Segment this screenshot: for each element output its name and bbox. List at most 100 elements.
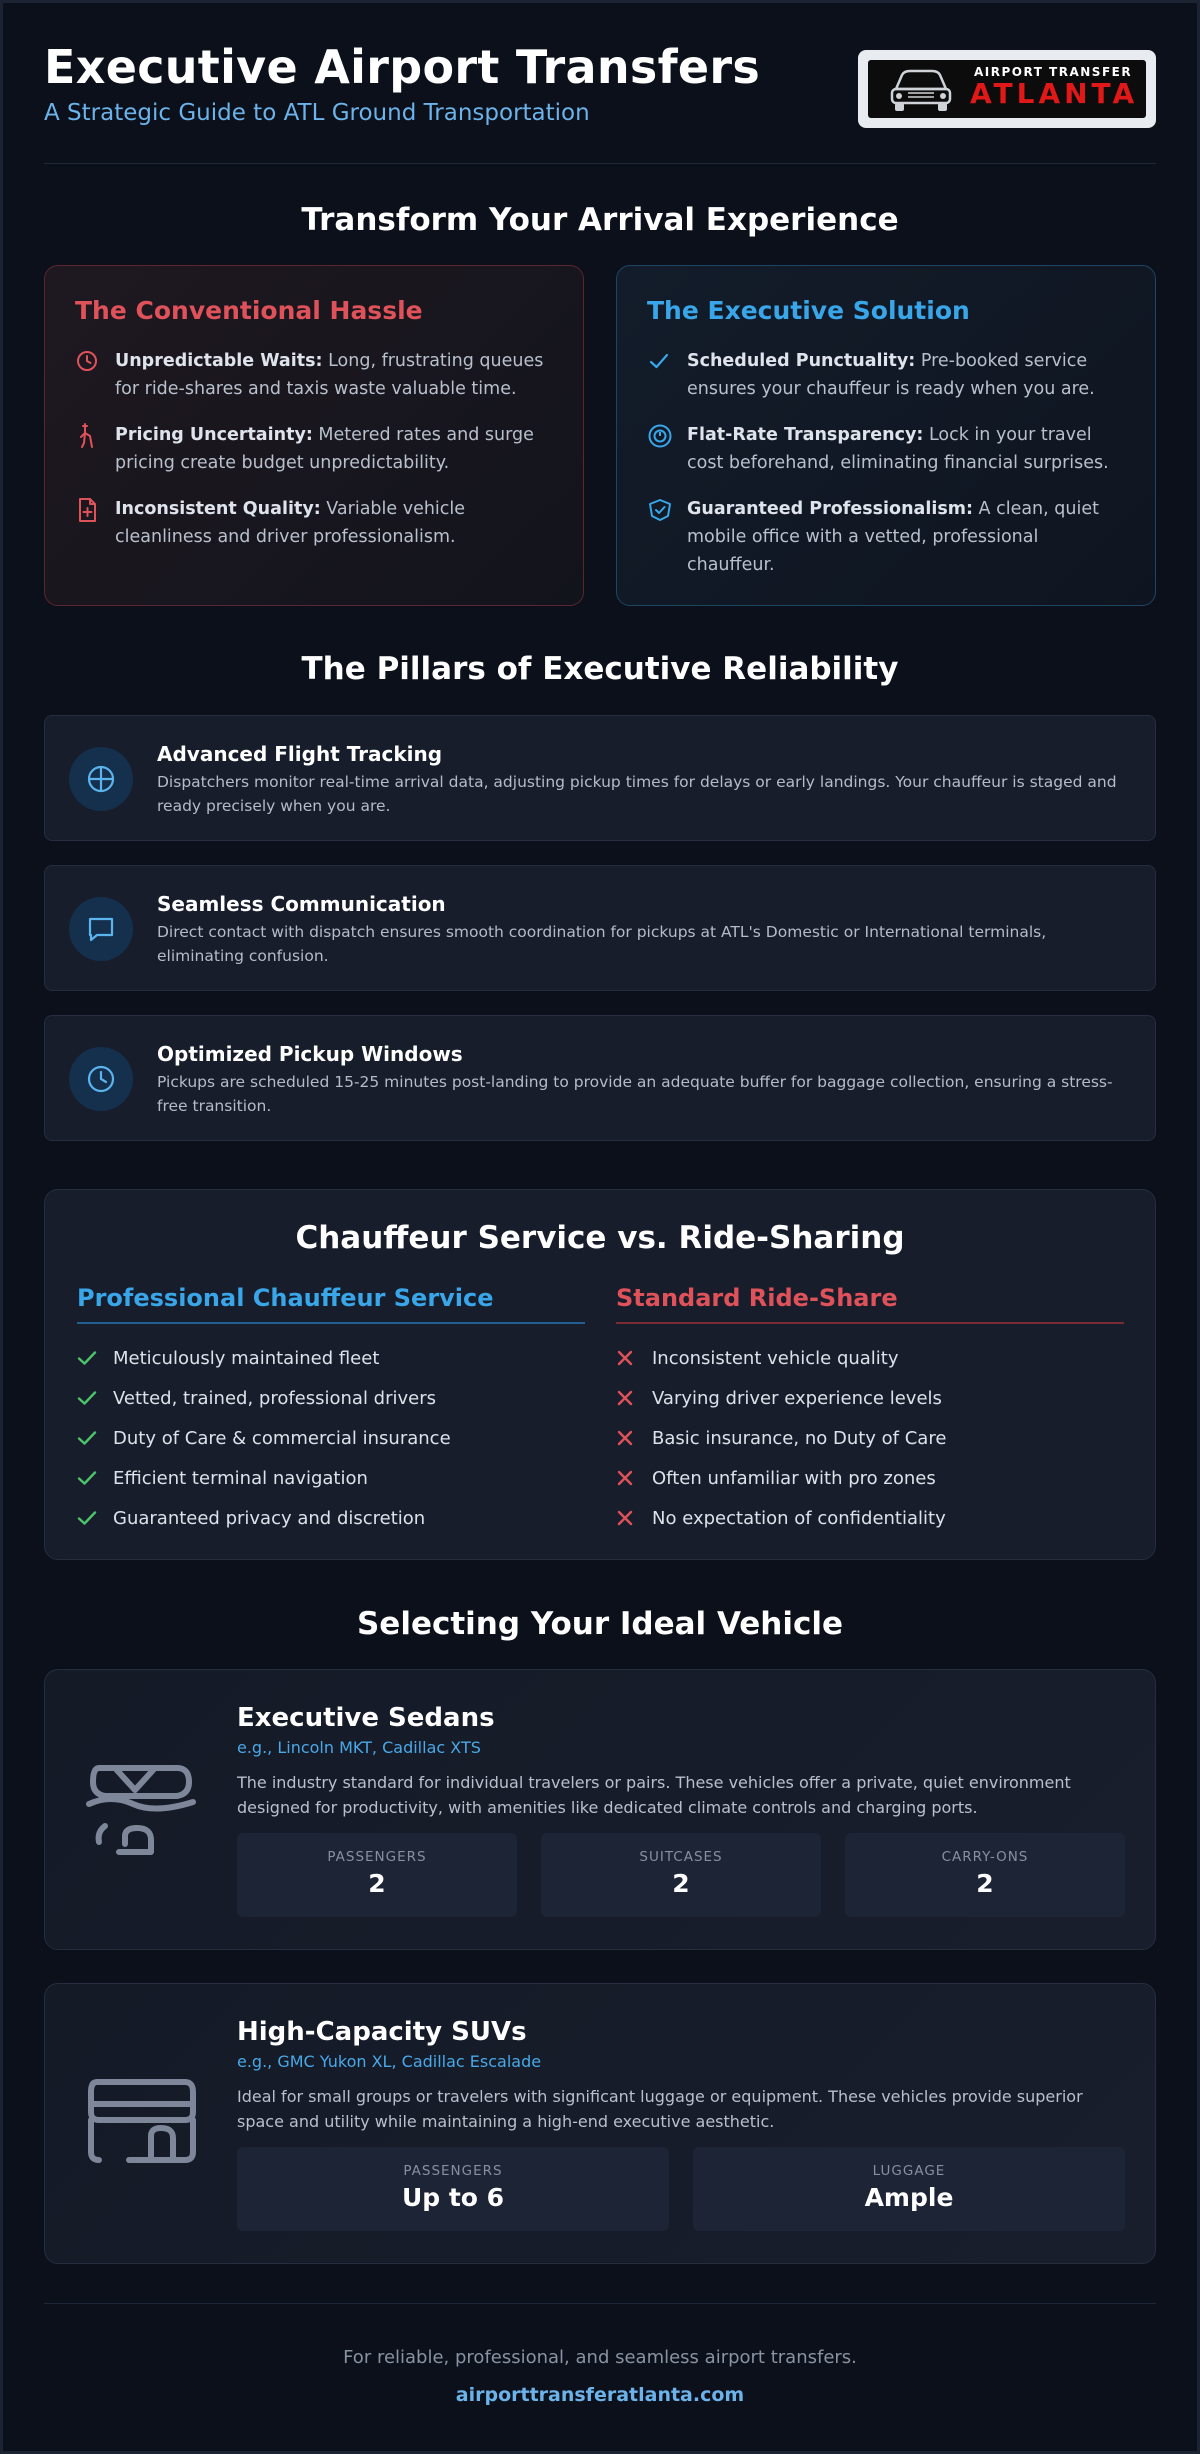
list-item: Often unfamiliar with pro zones (616, 1458, 1124, 1498)
header-divider (44, 163, 1156, 164)
pillar-card-communication: Seamless Communication Direct contact wi… (44, 865, 1156, 991)
list-item: Meticulously maintained fleet (77, 1338, 585, 1378)
chauffeur-column: Professional Chauffeur Service Meticulou… (77, 1284, 585, 1538)
pillar-icon-badge (69, 1047, 133, 1111)
check-icon (77, 1431, 97, 1445)
section-title-transform: Transform Your Arrival Experience (301, 202, 899, 238)
x-mark-icon (617, 1430, 633, 1446)
stat-carry-ons: CARRY-ONS 2 (845, 1833, 1125, 1917)
stat-suitcases: SUITCASES 2 (541, 1833, 821, 1917)
list-item: Efficient terminal navigation (77, 1458, 585, 1498)
check-icon (77, 1471, 97, 1485)
x-mark-icon (617, 1350, 633, 1366)
list-item: No expectation of confidentiality (616, 1498, 1124, 1538)
pillar-icon-badge (69, 897, 133, 961)
list-item-text: Often unfamiliar with pro zones (652, 1467, 936, 1489)
solution-card: The Executive Solution Scheduled Punctua… (616, 265, 1156, 606)
crosshair-icon (87, 765, 115, 793)
page-title: Executive Airport Transfers (44, 40, 761, 94)
solution-title: The Executive Solution (647, 296, 970, 325)
check-icon (77, 1391, 97, 1405)
chauffeur-column-title: Professional Chauffeur Service (77, 1284, 585, 1324)
hassle-point-label: Pricing Uncertainty: (115, 425, 313, 445)
vehicle-description: Ideal for small groups or travelers with… (237, 2087, 1083, 2131)
rideshare-column-title: Standard Ride-Share (616, 1284, 1124, 1324)
logo-text-main: ATLANTA (970, 77, 1139, 110)
footer-website-link[interactable]: airporttransferatlanta.com (455, 2384, 745, 2406)
list-item: Vetted, trained, professional drivers (77, 1378, 585, 1418)
list-item-text: Basic insurance, no Duty of Care (652, 1427, 947, 1449)
clock-icon (77, 351, 97, 371)
list-item-text: Meticulously maintained fleet (113, 1347, 380, 1369)
list-item-text: Efficient terminal navigation (113, 1467, 368, 1489)
list-item: Varying driver experience levels (616, 1378, 1124, 1418)
stat-label: LUGGAGE (872, 2163, 946, 2179)
hassle-point-text: Metered rates and surge pricing create b… (115, 425, 534, 473)
page-subtitle: A Strategic Guide to ATL Ground Transpor… (44, 100, 590, 126)
vehicle-description: The industry standard for individual tra… (237, 1773, 1071, 1817)
solution-point-label: Flat-Rate Transparency: (687, 425, 924, 445)
header: Executive Airport Transfers A Strategic … (44, 40, 1156, 160)
x-mark-icon (617, 1390, 633, 1406)
list-item-text: No expectation of confidentiality (652, 1507, 946, 1529)
suv-icon (88, 2079, 196, 2163)
hassle-point-text: Variable vehicle cleanliness and driver … (115, 499, 466, 547)
check-icon (77, 1511, 97, 1525)
vehicle-card-suv: High-Capacity SUVs e.g., GMC Yukon XL, C… (44, 1983, 1156, 2264)
document-icon (79, 498, 96, 522)
check-icon (649, 353, 669, 369)
solution-point-label: Guaranteed Professionalism: (687, 499, 973, 519)
list-item-text: Vetted, trained, professional drivers (113, 1387, 437, 1409)
pillar-title: Optimized Pickup Windows (157, 1042, 463, 1066)
pillar-icon-badge (69, 747, 133, 811)
solution-point-text: A clean, quiet mobile office with a vett… (687, 499, 1099, 575)
pillar-text: Dispatchers monitor real-time arrival da… (157, 773, 1117, 815)
section-title-vehicles: Selecting Your Ideal Vehicle (356, 1606, 844, 1642)
surge-price-icon (80, 423, 93, 448)
stat-value: Ample (864, 2183, 954, 2212)
pillar-text: Pickups are scheduled 15-25 minutes post… (157, 1073, 1113, 1115)
pillar-text: Direct contact with dispatch ensures smo… (157, 923, 1047, 965)
solution-point: Guaranteed Professionalism: A clean, qui… (647, 495, 1125, 579)
x-mark-icon (617, 1470, 633, 1486)
hassle-point: Unpredictable Waits: Long, frustrating q… (75, 347, 553, 403)
stat-value: 2 (976, 1869, 994, 1898)
solution-point: Scheduled Punctuality: Pre-booked servic… (647, 347, 1125, 403)
list-item-text: Inconsistent vehicle quality (652, 1347, 899, 1369)
sedan-icon (86, 1765, 196, 1855)
hassle-point-text: Long, frustrating queues for ride-shares… (115, 351, 544, 399)
hassle-point: Inconsistent Quality: Variable vehicle c… (75, 495, 553, 551)
vehicle-examples: e.g., Lincoln MKT, Cadillac XTS (237, 1738, 481, 1757)
list-item-text: Duty of Care & commercial insurance (113, 1427, 451, 1449)
vehicle-name: Executive Sedans (237, 1703, 495, 1733)
coin-icon (648, 424, 672, 448)
logo-badge: AIRPORT TRANSFER ATLANTA (868, 60, 1146, 118)
solution-point-label: Scheduled Punctuality: (687, 351, 916, 371)
solution-point: Flat-Rate Transparency: Lock in your tra… (647, 421, 1125, 477)
solution-point-text: Lock in your travel cost beforehand, eli… (687, 425, 1109, 473)
vehicle-examples: e.g., GMC Yukon XL, Cadillac Escalade (237, 2052, 542, 2071)
rideshare-column: Standard Ride-Share Inconsistent vehicle… (616, 1284, 1124, 1538)
company-logo[interactable]: AIRPORT TRANSFER ATLANTA (858, 50, 1156, 128)
footer-divider (44, 2303, 1156, 2304)
pillar-card-pickup-windows: Optimized Pickup Windows Pickups are sch… (44, 1015, 1156, 1141)
x-mark-icon (617, 1510, 633, 1526)
car-front-icon (890, 69, 952, 111)
list-item-text: Varying driver experience levels (652, 1387, 942, 1409)
stat-passengers: PASSENGERS 2 (237, 1833, 517, 1917)
logo-text-top: AIRPORT TRANSFER (974, 65, 1133, 79)
chauffeur-benefits-list: Meticulously maintained fleet Vetted, tr… (77, 1338, 585, 1538)
clock-icon (87, 1065, 115, 1093)
hassle-title: The Conventional Hassle (75, 296, 423, 325)
footer-tagline: For reliable, professional, and seamless… (343, 2347, 857, 2368)
stat-label: PASSENGERS (403, 2163, 503, 2179)
list-item: Guaranteed privacy and discretion (77, 1498, 585, 1538)
pillar-card-flight-tracking: Advanced Flight Tracking Dispatchers mon… (44, 715, 1156, 841)
hassle-point: Pricing Uncertainty: Metered rates and s… (75, 421, 553, 477)
stat-value: Up to 6 (401, 2183, 505, 2212)
stat-value: 2 (672, 1869, 690, 1898)
vehicle-name: High-Capacity SUVs (237, 2017, 527, 2047)
hassle-point-label: Unpredictable Waits: (115, 351, 323, 371)
list-item: Inconsistent vehicle quality (616, 1338, 1124, 1378)
list-item-text: Guaranteed privacy and discretion (113, 1507, 426, 1529)
